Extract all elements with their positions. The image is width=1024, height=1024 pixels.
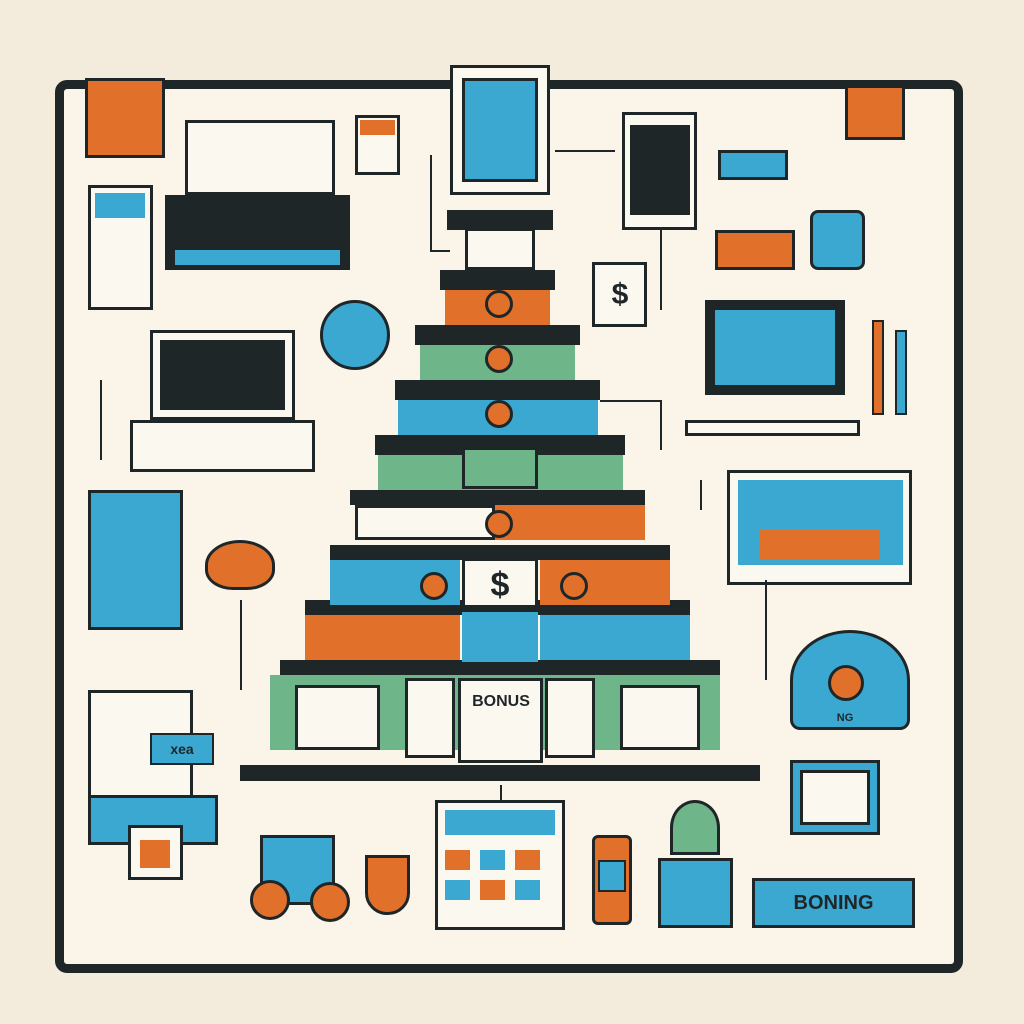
dollar-flag xyxy=(462,612,538,662)
connector-line xyxy=(765,580,767,680)
bookmark-note-icon xyxy=(845,85,905,140)
monitor-screen xyxy=(715,310,835,385)
pyramid-step-edge xyxy=(330,545,670,560)
dollar-card xyxy=(592,262,647,327)
pyramid-step-edge xyxy=(240,765,760,781)
bonus-label: BONUS xyxy=(472,693,530,710)
pyramid-step-edge xyxy=(447,210,553,230)
coin-icon xyxy=(485,290,513,318)
calc-key xyxy=(480,880,505,900)
pyramid-step-edge xyxy=(440,270,555,290)
connector-line xyxy=(240,600,242,690)
hourglass-sand-top xyxy=(718,150,788,180)
document-icon xyxy=(620,685,700,750)
connector-line xyxy=(430,250,450,252)
hourglass-small xyxy=(810,210,865,270)
laptop-keyboard xyxy=(130,420,315,472)
connector-line xyxy=(430,155,432,250)
calc-key xyxy=(515,880,540,900)
pyramid-step-edge xyxy=(375,435,625,455)
coin-icon xyxy=(485,510,513,538)
tablet-icon xyxy=(88,490,183,630)
pyramid-tier-5a xyxy=(355,505,495,540)
phone-screen xyxy=(630,125,690,215)
dollar-sign-center: $ xyxy=(490,565,510,604)
dollar-card xyxy=(462,558,538,608)
pyramid-tier-7b xyxy=(540,615,690,660)
calculator-display xyxy=(445,810,555,835)
bonus-document xyxy=(458,678,543,763)
calc-key xyxy=(445,880,470,900)
calc-key xyxy=(480,850,505,870)
key-card xyxy=(545,678,595,758)
pyramid-tier-7a xyxy=(305,615,460,660)
display-screen xyxy=(800,770,870,825)
connector-line xyxy=(700,480,702,510)
document-icon xyxy=(465,228,535,270)
dollar-sign-card: $ xyxy=(611,278,629,311)
coin-icon xyxy=(485,400,513,428)
connector-line xyxy=(660,230,662,310)
chat-note-icon xyxy=(85,78,165,158)
calc-key xyxy=(445,850,470,870)
money-drop-icon xyxy=(205,540,275,590)
pencil-icon xyxy=(872,320,884,415)
document-icon xyxy=(295,685,380,750)
note-line xyxy=(360,120,395,135)
connector-line xyxy=(600,400,660,402)
dollar-coin-icon xyxy=(320,300,390,370)
envelope-icon xyxy=(140,840,170,868)
pyramid-step-edge xyxy=(280,660,720,675)
hourglass-sand-bottom xyxy=(715,230,795,270)
coin-icon xyxy=(560,572,588,600)
pyramid-step-edge xyxy=(350,490,645,505)
mountain-chart xyxy=(760,530,880,560)
connector-line xyxy=(660,400,662,450)
coin-icon xyxy=(485,345,513,373)
connector-line xyxy=(500,785,502,800)
laptop-base xyxy=(175,250,340,265)
boning-plaque-label: BONING xyxy=(793,891,874,914)
banknote-icon xyxy=(462,447,538,489)
coin-icon xyxy=(250,880,290,920)
watch-face xyxy=(598,860,626,892)
key-card xyxy=(405,678,455,758)
pyramid-tier-5b xyxy=(495,505,645,540)
dollar-coin-icon xyxy=(828,665,864,701)
tag-label: xea xyxy=(150,733,214,765)
plaque-background xyxy=(752,878,915,928)
pyramid-step-edge xyxy=(415,325,580,345)
plant-leaves-icon xyxy=(670,800,720,855)
calculator-display xyxy=(95,193,145,218)
connector-line xyxy=(100,380,102,460)
pen-icon xyxy=(895,330,907,415)
chart-display xyxy=(160,340,285,410)
laptop-screen xyxy=(185,120,335,195)
connector-line xyxy=(555,150,615,152)
shield-dollar-icon xyxy=(365,855,410,915)
small-label: NG xyxy=(836,712,854,724)
coin-icon xyxy=(310,882,350,922)
hourglass-icon xyxy=(462,78,538,182)
calc-key xyxy=(515,850,540,870)
pyramid-step-edge xyxy=(395,380,600,400)
keyboard-icon xyxy=(685,420,860,436)
plant-pot-icon xyxy=(658,858,733,928)
coin-icon xyxy=(420,572,448,600)
